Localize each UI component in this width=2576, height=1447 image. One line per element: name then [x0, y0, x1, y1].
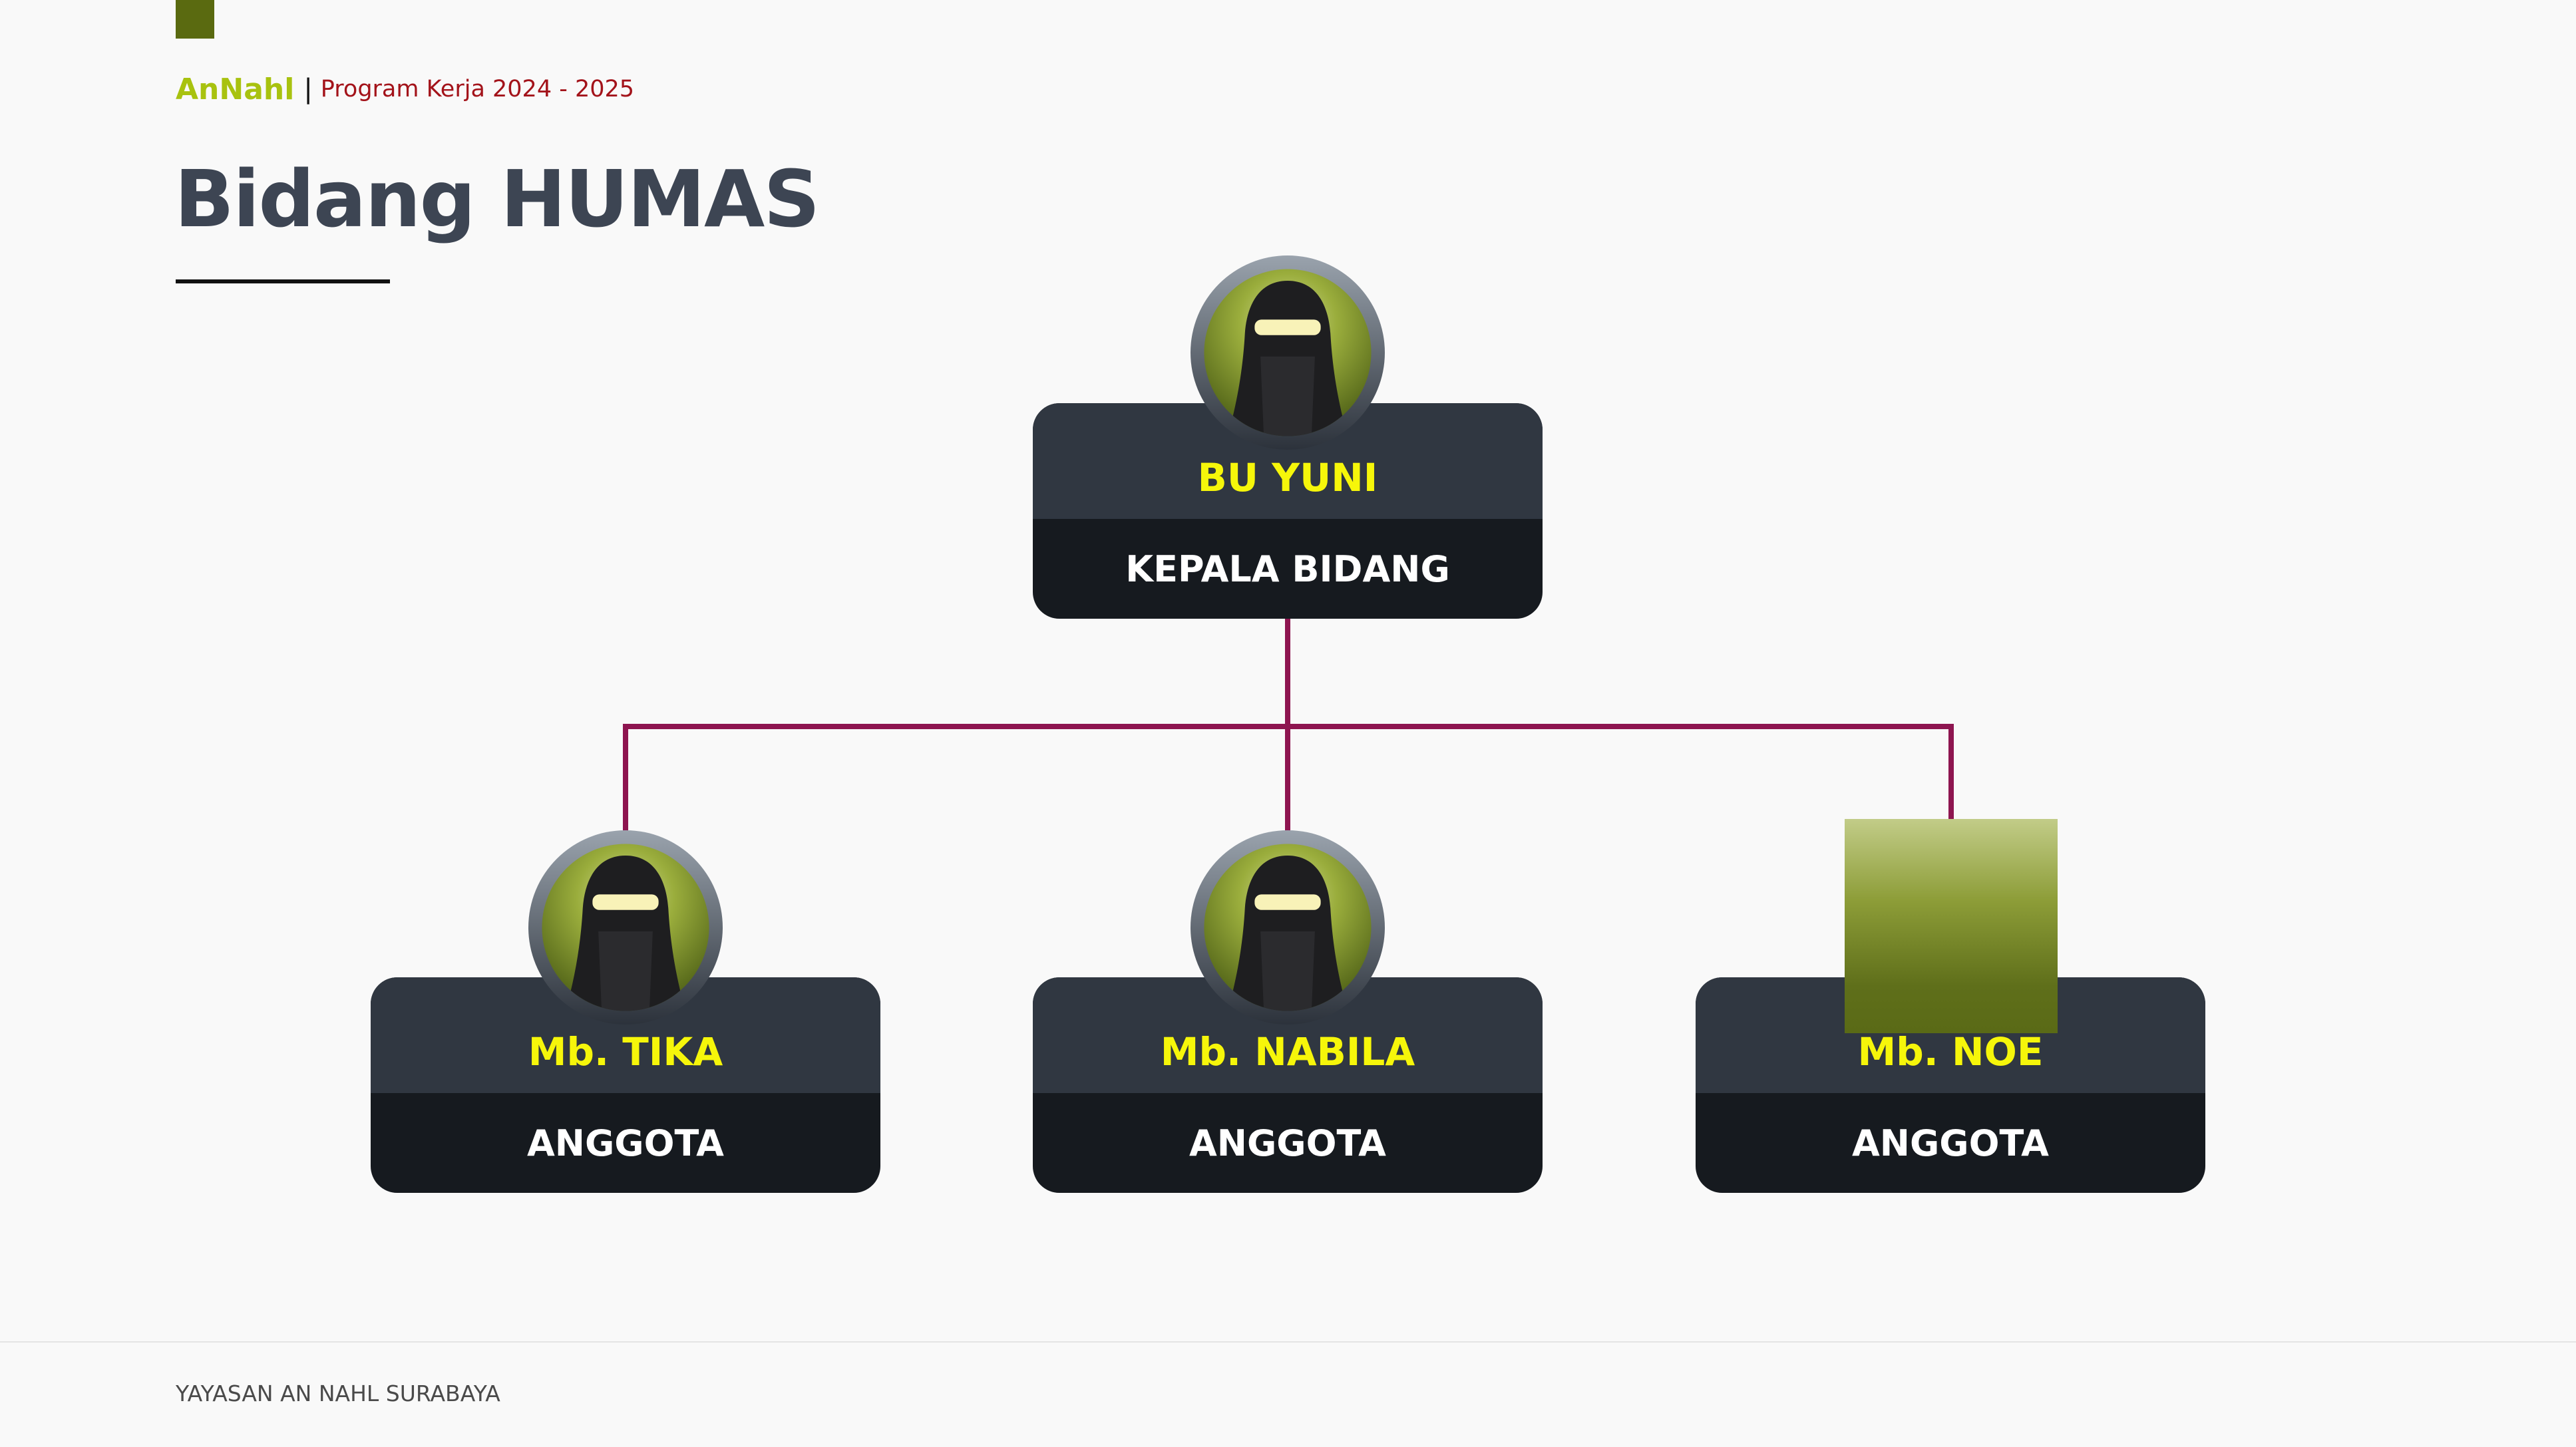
- member-3-role: ANGGOTA: [1852, 1122, 2049, 1164]
- photo-placeholder: [1845, 819, 2058, 1033]
- niqab-avatar-icon: [528, 830, 723, 1025]
- page-title: Bidang HUMAS: [174, 153, 820, 245]
- org-card-member-2: Mb. NABILA ANGGOTA: [1033, 977, 1543, 1193]
- member-1-role: ANGGOTA: [527, 1122, 724, 1164]
- member-1-name: Mb. TIKA: [371, 977, 880, 1093]
- footer-divider: [0, 1341, 2576, 1343]
- header-separator: |: [303, 74, 313, 104]
- niqab-avatar-icon: [1191, 255, 1385, 450]
- accent-block: [176, 0, 214, 39]
- brand-name: AnNahl: [176, 72, 295, 106]
- member-2-role: ANGGOTA: [1189, 1122, 1386, 1164]
- footer-text: YAYASAN AN NAHL SURABAYA: [176, 1380, 500, 1406]
- head-role: KEPALA BIDANG: [1125, 548, 1450, 590]
- title-underline: [176, 279, 390, 283]
- header-subtitle: Program Kerja 2024 - 2025: [320, 76, 635, 102]
- niqab-avatar-icon: [1191, 830, 1385, 1025]
- header: AnNahl | Program Kerja 2024 - 2025: [176, 69, 634, 109]
